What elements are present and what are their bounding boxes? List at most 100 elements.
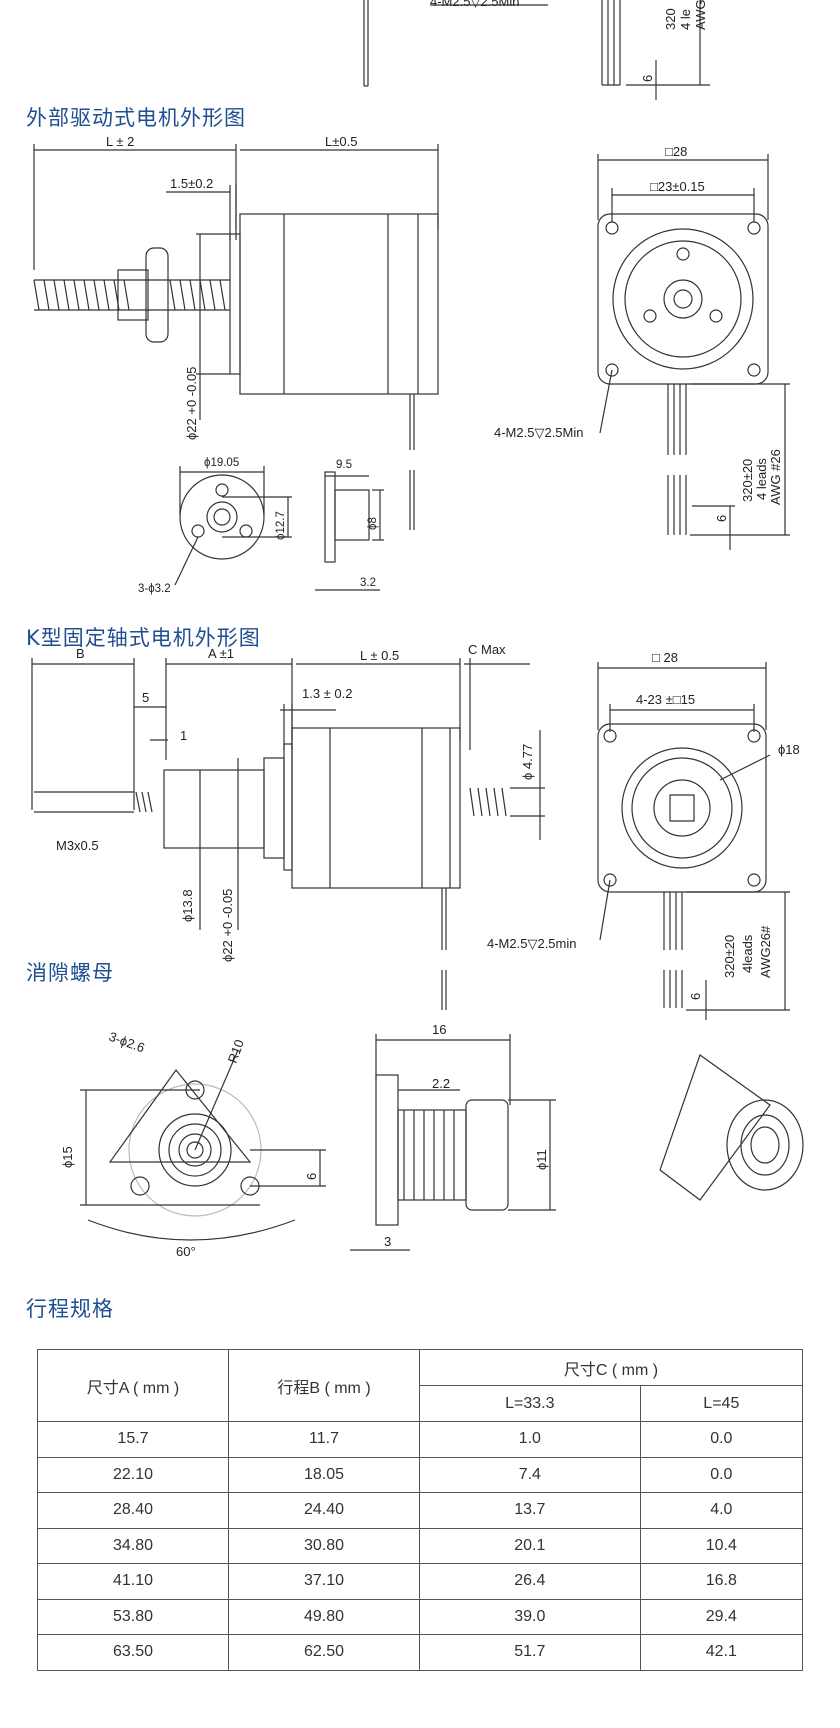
cell-c1: 7.4 xyxy=(419,1456,641,1493)
k-dia138: ϕ13.8 xyxy=(180,889,195,922)
stroke-spec-table: 尺寸A ( mm ) 行程B ( mm ) 尺寸C ( mm ) L=33.3 … xyxy=(37,1349,804,1671)
heading-k-type: K型固定轴式电机外形图 xyxy=(26,626,261,650)
top-leads-3: AWG xyxy=(693,0,708,30)
k-type-drawing: B A ±1 L ± 0.5 C Max 5 1 1.3 ± 0.2 M3x0.… xyxy=(31,642,800,1020)
nut-holes-label: 3-ϕ2.6 xyxy=(107,1029,147,1056)
nut-drawing: 3-ϕ2.6 R10 ϕ15 6 60° 16 2.2 ϕ11 3 xyxy=(60,1022,804,1259)
table-row: 22.10 18.05 7.4 0.0 xyxy=(37,1456,804,1493)
ext-leads-len: 320±20 xyxy=(740,459,755,502)
k-mount-holes: 4-M2.5▽2.5min xyxy=(487,936,576,951)
k-dim-l05: L ± 0.5 xyxy=(360,648,399,663)
cell-c2: 42.1 xyxy=(639,1634,804,1671)
nut-angle: 60° xyxy=(176,1244,196,1259)
cell-c1: 20.1 xyxy=(419,1527,641,1564)
k-dim-flange: 1.3 ± 0.2 xyxy=(302,686,353,701)
heading-spec: 行程规格 xyxy=(26,1297,114,1321)
top-leads-2: 4 le xyxy=(678,9,693,30)
ext-leads-awg: AWG #26 xyxy=(768,449,783,505)
nut-flange: 3.2 xyxy=(360,577,376,589)
nut-holes: 3-ϕ3.2 xyxy=(138,583,171,595)
table-subheader-row: L=33.3 L=45 xyxy=(38,1385,804,1422)
col-b-header: 行程B ( mm ) xyxy=(228,1349,420,1422)
nut-len22: 2.2 xyxy=(432,1076,450,1091)
table-row: 15.7 11.7 1.0 0.0 xyxy=(37,1421,804,1458)
k-dim-a: A ±1 xyxy=(208,646,234,661)
cell-b: 37.10 xyxy=(228,1563,420,1600)
col-a-header: 尺寸A ( mm ) xyxy=(37,1349,229,1422)
ext-dim-l05: L±0.5 xyxy=(325,134,357,149)
table-header-row: 尺寸A ( mm ) 行程B ( mm ) 尺寸C ( mm ) xyxy=(37,1349,803,1422)
cell-c2: 4.0 xyxy=(639,1492,804,1529)
ext-square-inner: □23±0.15 xyxy=(650,179,705,194)
top-leads-1: 320 xyxy=(663,8,678,30)
k-square: □ 28 xyxy=(652,650,678,665)
table-row: 34.80 30.80 20.1 10.4 xyxy=(37,1527,804,1564)
nut-len16: 16 xyxy=(432,1022,446,1037)
top-six: 6 xyxy=(640,75,655,82)
top-pitch-hole: 4-M2.5▽2.5Min xyxy=(430,0,519,9)
cell-a: 41.10 xyxy=(37,1563,229,1600)
table-row: 63.50 62.50 51.7 42.1 xyxy=(37,1634,804,1671)
ext-square: □28 xyxy=(665,144,687,159)
cell-c1: 13.7 xyxy=(419,1492,641,1529)
k-leads-six: 6 xyxy=(688,993,703,1000)
nut-inner: ϕ12.7 xyxy=(275,511,287,540)
cell-b: 11.7 xyxy=(228,1421,420,1458)
cell-b: 30.80 xyxy=(228,1527,420,1564)
cell-a: 28.40 xyxy=(37,1492,229,1529)
cell-c2: 29.4 xyxy=(639,1598,804,1635)
cell-b: 62.50 xyxy=(228,1634,420,1671)
nut-r10: R10 xyxy=(225,1037,247,1065)
cell-c2: 0.0 xyxy=(639,1456,804,1493)
heading-external: 外部驱动式电机外形图 xyxy=(26,106,246,130)
cell-c2: 10.4 xyxy=(639,1527,804,1564)
k-dim-cmax: C Max xyxy=(468,642,506,657)
k-square-inner: 4-23 ±□15 xyxy=(636,692,695,707)
k-leads-count: 4leads xyxy=(740,934,755,973)
cell-c1: 1.0 xyxy=(419,1421,641,1458)
nut-shaft: ϕ8 xyxy=(367,517,379,530)
cell-c2: 0.0 xyxy=(639,1421,804,1458)
cell-c1: 51.7 xyxy=(419,1634,641,1671)
table-row: 41.10 37.10 26.4 16.8 xyxy=(37,1563,804,1600)
col-c-sub-2: L=45 xyxy=(639,1385,804,1422)
cell-a: 22.10 xyxy=(37,1456,229,1493)
k-dia18: ϕ18 xyxy=(778,742,800,757)
ext-mount-holes: 4-M2.5▽2.5Min xyxy=(494,425,583,440)
nut-dia15: ϕ15 xyxy=(60,1146,75,1168)
ext-leads-six: 6 xyxy=(714,515,729,522)
cell-a: 34.80 xyxy=(37,1527,229,1564)
external-drive-drawing: L ± 2 L±0.5 1.5±0.2 ϕ22 +0 -0.05 □28 □23… xyxy=(33,134,790,595)
cell-a: 63.50 xyxy=(37,1634,229,1671)
k-dim-b: B xyxy=(76,646,85,661)
cell-a: 53.80 xyxy=(37,1598,229,1635)
k-dia22: ϕ22 +0 -0.05 xyxy=(220,889,235,962)
k-dia477: ϕ 4.77 xyxy=(520,744,535,780)
nut-dia: ϕ19.05 xyxy=(204,457,239,469)
cell-a: 15.7 xyxy=(37,1421,229,1458)
nut-dia11: ϕ11 xyxy=(534,1149,549,1170)
ext-dim-l2: L ± 2 xyxy=(106,134,134,149)
top-partial-drawing: 4-M2.5▽2.5Min 320 4 le AWG 6 xyxy=(363,0,710,100)
col-c-header: 尺寸C ( mm ) xyxy=(419,1349,803,1386)
k-thread: M3x0.5 xyxy=(56,838,99,853)
k-leads-len: 320±20 xyxy=(722,935,737,978)
cell-b: 49.80 xyxy=(228,1598,420,1635)
ext-dim-flange: 1.5±0.2 xyxy=(170,176,213,191)
cell-c1: 26.4 xyxy=(419,1563,641,1600)
cell-b: 18.05 xyxy=(228,1456,420,1493)
table-row: 28.40 24.40 13.7 4.0 xyxy=(37,1492,804,1529)
nut-len: 9.5 xyxy=(336,459,352,471)
k-dim-one: 1 xyxy=(180,728,187,743)
nut-len3: 3 xyxy=(384,1234,391,1249)
k-dim-five: 5 xyxy=(142,690,149,705)
ext-dim-dia22: ϕ22 +0 -0.05 xyxy=(184,367,199,440)
ext-leads-count: 4 leads xyxy=(754,458,769,500)
table-row: 53.80 49.80 39.0 29.4 xyxy=(37,1598,804,1635)
cell-b: 24.40 xyxy=(228,1492,420,1529)
heading-nut: 消隙螺母 xyxy=(26,961,114,985)
nut-six: 6 xyxy=(304,1173,319,1180)
cell-c1: 39.0 xyxy=(419,1598,641,1635)
col-c-sub-1: L=33.3 xyxy=(419,1385,641,1422)
k-leads-awg: AWG26# xyxy=(758,925,773,978)
